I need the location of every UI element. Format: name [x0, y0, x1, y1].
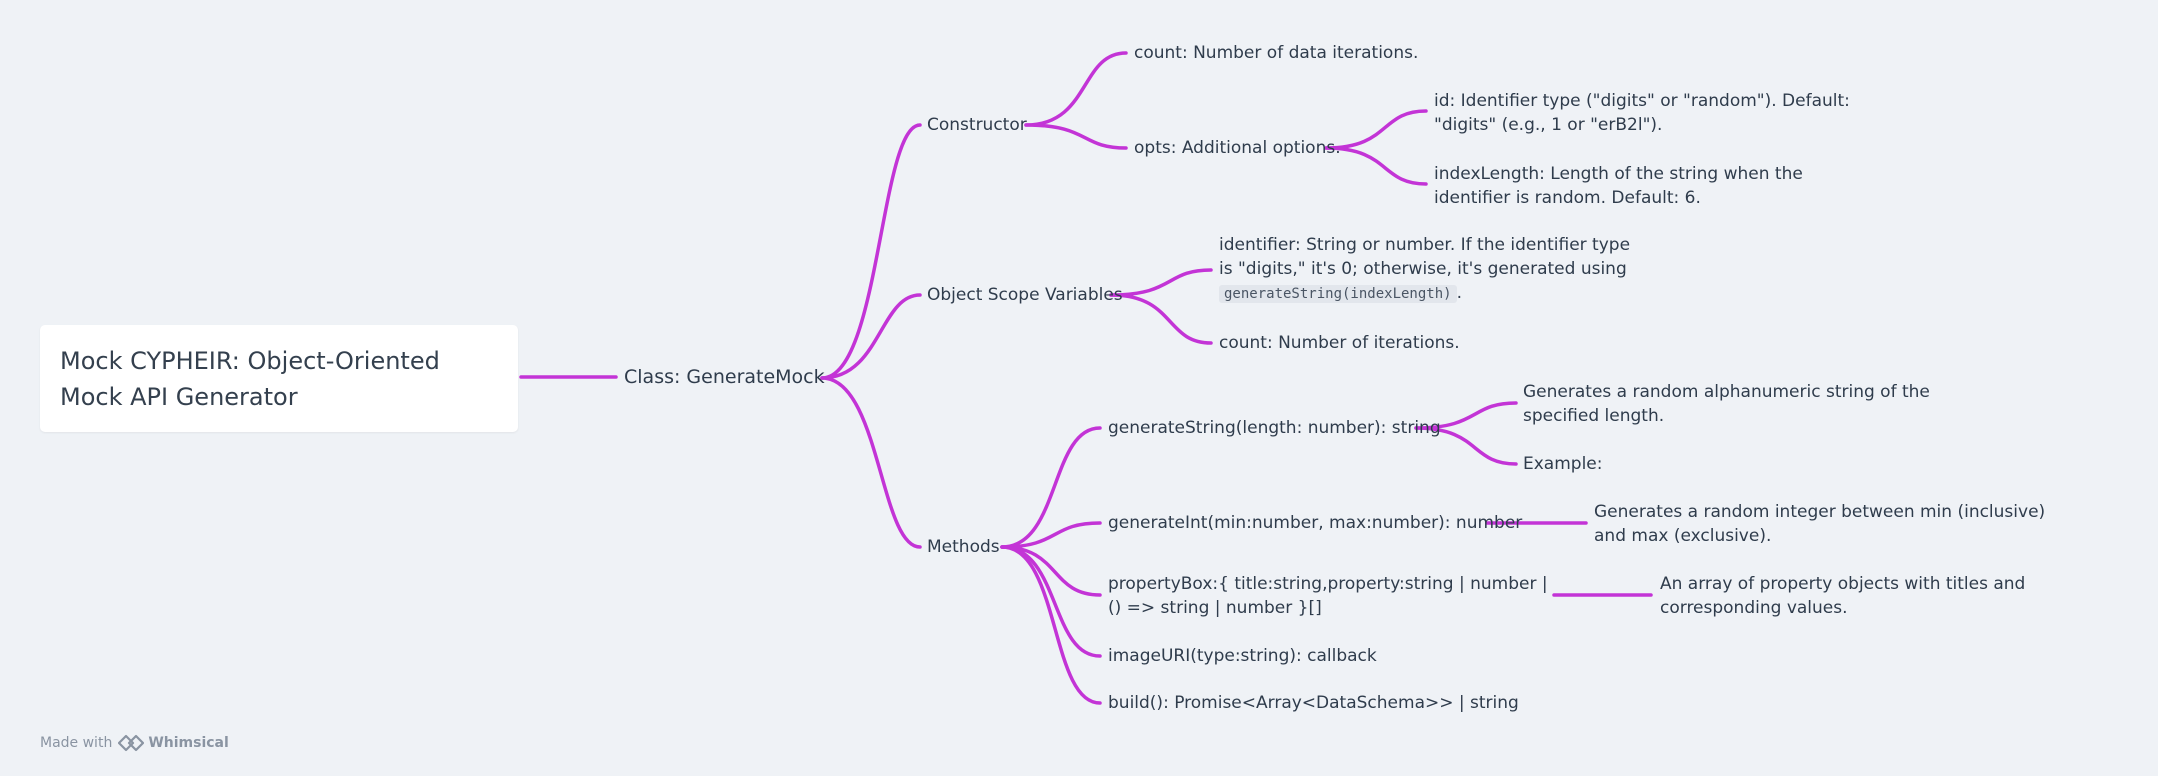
class-label: Class: GenerateMock [624, 366, 825, 388]
opts-id-text: id: Identifier type ("digits" or "random… [1434, 91, 1850, 135]
generatestring-desc-text: Generates a random alphanumeric string o… [1523, 382, 1930, 426]
propertybox-desc-text: An array of property objects with titles… [1660, 574, 2026, 618]
whimsical-logo-icon [118, 734, 145, 752]
build-text: build(): Promise<Array<DataSchema>> | st… [1108, 693, 1519, 713]
methods-label: Methods [927, 537, 1000, 557]
edge-methods-generatestring [1000, 426, 1102, 549]
scope-node[interactable]: Object Scope Variables [927, 283, 1123, 307]
made-with-text: Made with [40, 735, 113, 751]
scope-label: Object Scope Variables [927, 285, 1123, 305]
opts-indexlength-text: indexLength: Length of the string when t… [1434, 164, 1803, 208]
root-title: Mock CYPHEIR: Object-Oriented Mock API G… [60, 347, 440, 411]
imageuri-text: imageURI(type:string): callback [1108, 646, 1377, 666]
edge-scope-identifier [1109, 268, 1213, 297]
constructor-count-text: count: Number of data iterations. [1134, 43, 1419, 63]
edge-class-scope [820, 293, 922, 380]
imageuri-node[interactable]: imageURI(type:string): callback [1108, 644, 1377, 668]
root-node[interactable]: Mock CYPHEIR: Object-Oriented Mock API G… [40, 325, 518, 432]
propertybox-node[interactable]: propertyBox:{ title:string,property:stri… [1108, 572, 1548, 620]
opts-indexlength-node[interactable]: indexLength: Length of the string when t… [1434, 162, 1874, 210]
constructor-opts-node[interactable]: opts: Additional options. [1134, 136, 1341, 160]
generatestring-desc-node[interactable]: Generates a random alphanumeric string o… [1523, 380, 1983, 428]
propertybox-text: propertyBox:{ title:string,property:stri… [1108, 574, 1548, 618]
whimsical-brand-text: Whimsical [148, 735, 229, 751]
constructor-node[interactable]: Constructor [927, 113, 1027, 137]
scope-identifier-code: generateString(indexLength) [1219, 285, 1457, 303]
footer-badge[interactable]: Made with Whimsical [40, 734, 229, 752]
class-node[interactable]: Class: GenerateMock [624, 365, 825, 389]
generateint-desc-node[interactable]: Generates a random integer between min (… [1594, 500, 2054, 548]
scope-identifier-end: . [1456, 283, 1462, 303]
generatestring-example-text: Example: [1523, 454, 1603, 474]
opts-id-node[interactable]: id: Identifier type ("digits" or "random… [1434, 89, 1874, 137]
edge-opts-indexlength [1324, 146, 1428, 186]
constructor-label: Constructor [927, 115, 1027, 135]
scope-count-node[interactable]: count: Number of iterations. [1219, 331, 1460, 355]
edge-generatestring-example [1414, 426, 1518, 466]
edge-class-constructor [820, 123, 922, 380]
edge-scope-count [1109, 293, 1213, 345]
propertybox-desc-node[interactable]: An array of property objects with titles… [1660, 572, 2120, 620]
edge-class-methods [820, 376, 922, 549]
generateint-node[interactable]: generateInt(min:number, max:number): num… [1108, 511, 1522, 535]
scope-identifier-node[interactable]: identifier: String or number. If the ide… [1219, 233, 1635, 306]
methods-node[interactable]: Methods [927, 535, 1000, 559]
edge-constructor-opts [1024, 123, 1128, 150]
constructor-opts-text: opts: Additional options. [1134, 138, 1341, 158]
edge-methods-imageuri [1000, 545, 1102, 658]
generateint-desc-text: Generates a random integer between min (… [1594, 502, 2046, 546]
edge-opts-id [1324, 109, 1428, 150]
build-node[interactable]: build(): Promise<Array<DataSchema>> | st… [1108, 691, 1519, 715]
generatestring-node[interactable]: generateString(length: number): string [1108, 416, 1441, 440]
generatestring-text: generateString(length: number): string [1108, 418, 1441, 438]
edge-methods-build [1000, 545, 1102, 705]
generateint-text: generateInt(min:number, max:number): num… [1108, 513, 1523, 533]
edge-methods-propertybox [1000, 545, 1102, 597]
edge-methods-generateint [1000, 521, 1102, 549]
scope-count-text: count: Number of iterations. [1219, 333, 1460, 353]
scope-identifier-text: identifier: String or number. If the ide… [1219, 235, 1631, 279]
edge-generatestring-desc [1414, 401, 1518, 430]
edge-constructor-count [1024, 51, 1128, 127]
constructor-count-node[interactable]: count: Number of data iterations. [1134, 41, 1418, 65]
generatestring-example-node[interactable]: Example: [1523, 452, 1602, 476]
